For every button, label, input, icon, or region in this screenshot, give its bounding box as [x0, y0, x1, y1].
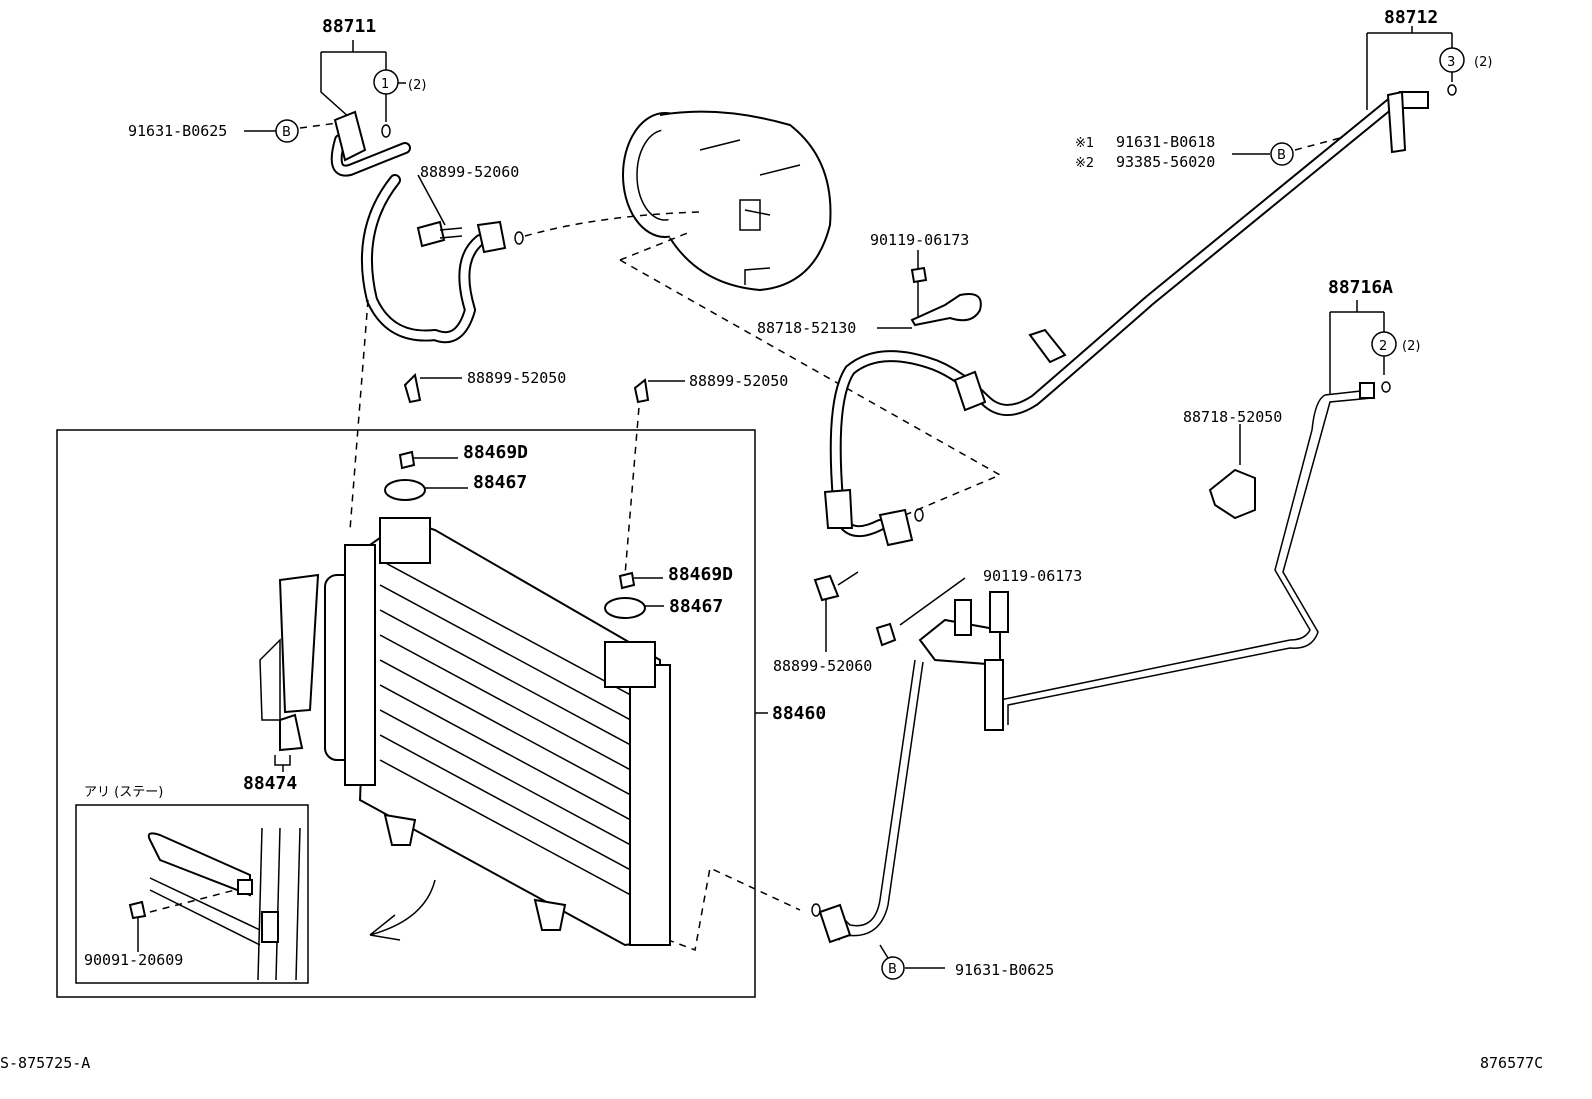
bolt-icon: [813, 574, 840, 602]
label-88899-52060-top[interactable]: 88899-52060: [420, 163, 519, 181]
callout-2-text: 2: [1379, 339, 1387, 354]
callout-1-text: 1: [381, 77, 389, 92]
label-88467-left[interactable]: 88467: [473, 472, 527, 493]
label-88474[interactable]: 88474: [243, 773, 297, 794]
note-2-mark: ※2: [1075, 156, 1094, 171]
label-88711[interactable]: 88711: [322, 16, 376, 37]
qty-3: (2): [1474, 55, 1492, 70]
label-88712[interactable]: 88712: [1384, 7, 1438, 28]
label-88899-52050-right[interactable]: 88899-52050: [689, 372, 788, 390]
label-93385-56020[interactable]: 93385-56020: [1116, 153, 1215, 171]
condenser-drawing: [259, 299, 671, 947]
label-91631-B0625-bottom[interactable]: 91631-B0625: [955, 961, 1054, 979]
part-88711-bracket: [320, 40, 406, 138]
compressor-drawing: [622, 110, 832, 292]
label-88716A[interactable]: 88716A: [1328, 277, 1393, 298]
inset-title: アリ (ステー): [84, 785, 163, 800]
label-90091-20609[interactable]: 90091-20609: [84, 951, 183, 969]
callout-b-text: B: [1277, 148, 1286, 163]
label-88460[interactable]: 88460: [772, 703, 826, 724]
o-ring-icon: [381, 124, 391, 138]
callout-b-icon: [881, 956, 905, 980]
note-1-mark: ※1: [1075, 136, 1094, 151]
callout-b-icon: [1270, 142, 1294, 166]
inset-frame: [75, 804, 309, 984]
label-88469D-left[interactable]: 88469D: [463, 442, 528, 463]
clamp-88718-52130-drawing: [910, 266, 982, 327]
qty-2: (2): [1402, 339, 1420, 354]
label-88469D-right[interactable]: 88469D: [668, 564, 733, 585]
part-88716A-pipe: [999, 382, 1375, 725]
label-88718-52130[interactable]: 88718-52130: [757, 319, 856, 337]
callout-circle-2: [1371, 331, 1397, 357]
discharge-hose-drawing: [330, 110, 524, 344]
footer-left-code: S-875725-A: [0, 1054, 90, 1072]
label-88718-52050[interactable]: 88718-52050: [1183, 408, 1282, 426]
callout-b-text: B: [282, 125, 291, 140]
callout-circle-3: [1439, 47, 1465, 73]
callout-3-text: 3: [1447, 55, 1455, 70]
label-88467-right[interactable]: 88467: [669, 596, 723, 617]
label-90119-06173-bottom[interactable]: 90119-06173: [983, 567, 1082, 585]
liquid-pipe-drawing: [811, 591, 1009, 944]
label-88899-52050-left[interactable]: 88899-52050: [467, 369, 566, 387]
label-88899-52060-bottom[interactable]: 88899-52060: [773, 657, 872, 675]
callout-b-icon: [275, 119, 299, 143]
qty-1: (2): [408, 78, 426, 93]
footer-right-code: 876577C: [1480, 1054, 1543, 1072]
callout-b-text: B: [888, 962, 897, 977]
inset-stay-drawing: [128, 827, 301, 981]
label-91631-B0625-top[interactable]: 91631-B0625: [128, 122, 227, 140]
part-88712-pipe: [823, 90, 1429, 547]
clamp-88718-52050-drawing: [1208, 468, 1256, 520]
label-91631-B0618[interactable]: 91631-B0618: [1116, 133, 1215, 151]
label-90119-06173-top[interactable]: 90119-06173: [870, 231, 969, 249]
